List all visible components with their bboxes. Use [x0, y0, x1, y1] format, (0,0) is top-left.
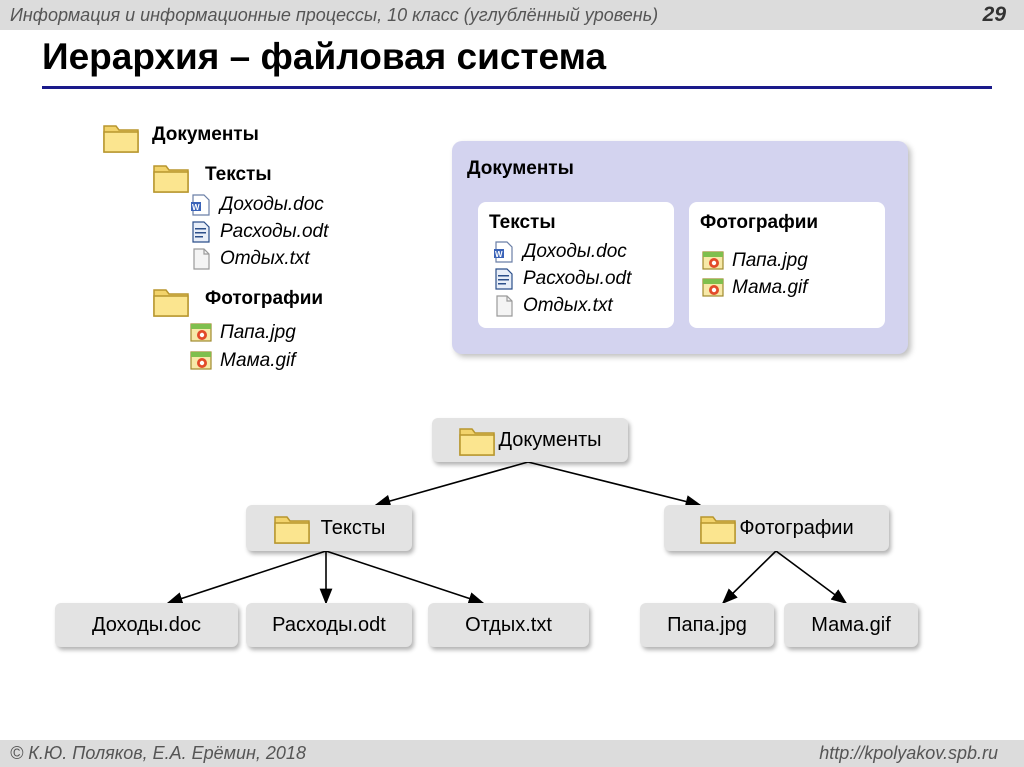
- nested-documents-label: Документы: [467, 158, 574, 179]
- node-documents: Документы: [432, 418, 628, 462]
- node-label: Доходы.doc: [92, 613, 201, 636]
- writer-document-icon: [190, 221, 212, 243]
- node-income-doc: Доходы.doc: [55, 603, 238, 647]
- edge-root-to-photos: [527, 461, 702, 508]
- nested-texts-label: Тексты: [489, 212, 556, 233]
- node-label: Отдых.txt: [465, 613, 552, 636]
- node-expenses-odt: Расходы.odt: [246, 603, 412, 647]
- image-file-icon: [702, 277, 726, 299]
- nested-file-label: Папа.jpg: [732, 250, 808, 271]
- folder-icon: [699, 509, 737, 547]
- tree-texts-label: Тексты: [205, 164, 272, 185]
- nested-file-label: Расходы.odt: [523, 268, 632, 289]
- page-number: 29: [982, 3, 1006, 26]
- svg-text:W: W: [495, 250, 503, 259]
- edge-photos-to-mom: [775, 550, 848, 604]
- nested-file-label: Доходы.doc: [523, 241, 627, 262]
- edge-photos-to-dad: [721, 550, 777, 605]
- footer-copyright: © К.Ю. Поляков, Е.А. Ерёмин, 2018: [10, 743, 306, 763]
- node-label: Тексты: [320, 516, 386, 539]
- tree-file-label: Отдых.txt: [220, 248, 310, 269]
- node-label: Папа.jpg: [667, 613, 747, 636]
- writer-document-icon: [493, 268, 515, 290]
- folder-icon: [273, 509, 311, 547]
- tree-file-label: Доходы.doc: [220, 194, 324, 215]
- node-label: Мама.gif: [811, 613, 891, 636]
- node-texts: Тексты: [246, 505, 412, 551]
- folder-icon: [152, 282, 190, 320]
- tree-root-label: Документы: [152, 124, 259, 145]
- node-label: Расходы.odt: [272, 613, 386, 636]
- slide-title: Иерархия – файловая система: [42, 36, 607, 77]
- edge-root-to-texts: [374, 461, 529, 508]
- node-dad-jpg: Папа.jpg: [640, 603, 774, 647]
- node-rest-txt: Отдых.txt: [428, 603, 589, 647]
- word-document-icon: W: [493, 241, 515, 263]
- image-file-icon: [702, 250, 726, 272]
- header-bar: [0, 0, 1024, 30]
- tree-file-label: Расходы.odt: [220, 221, 329, 242]
- title-rule: [42, 86, 992, 89]
- edge-texts-to-income: [166, 550, 327, 605]
- tree-photos-label: Фотографии: [205, 288, 324, 309]
- tree-file-label: Папа.jpg: [220, 322, 296, 343]
- text-file-icon: [190, 248, 212, 270]
- image-file-icon: [190, 322, 214, 344]
- nested-file-label: Отдых.txt: [523, 295, 613, 316]
- tree-file-label: Мама.gif: [220, 350, 296, 371]
- node-mom-gif: Мама.gif: [784, 603, 918, 647]
- folder-icon: [458, 421, 496, 459]
- nested-file-label: Мама.gif: [732, 277, 808, 298]
- course-subtitle: Информация и информационные процессы, 10…: [10, 5, 659, 25]
- node-photos: Фотографии: [664, 505, 889, 551]
- image-file-icon: [190, 350, 214, 372]
- footer-bar: [0, 740, 1024, 767]
- footer-url: http://kpolyakov.spb.ru: [819, 743, 998, 763]
- edge-texts-to-rest: [325, 550, 485, 605]
- node-label: Фотографии: [739, 516, 854, 539]
- node-label: Документы: [498, 428, 602, 451]
- svg-text:W: W: [192, 203, 200, 212]
- word-document-icon: W: [190, 194, 212, 216]
- folder-icon: [152, 158, 190, 196]
- text-file-icon: [493, 295, 515, 317]
- nested-photos-label: Фотографии: [700, 212, 819, 233]
- folder-icon: [102, 118, 140, 156]
